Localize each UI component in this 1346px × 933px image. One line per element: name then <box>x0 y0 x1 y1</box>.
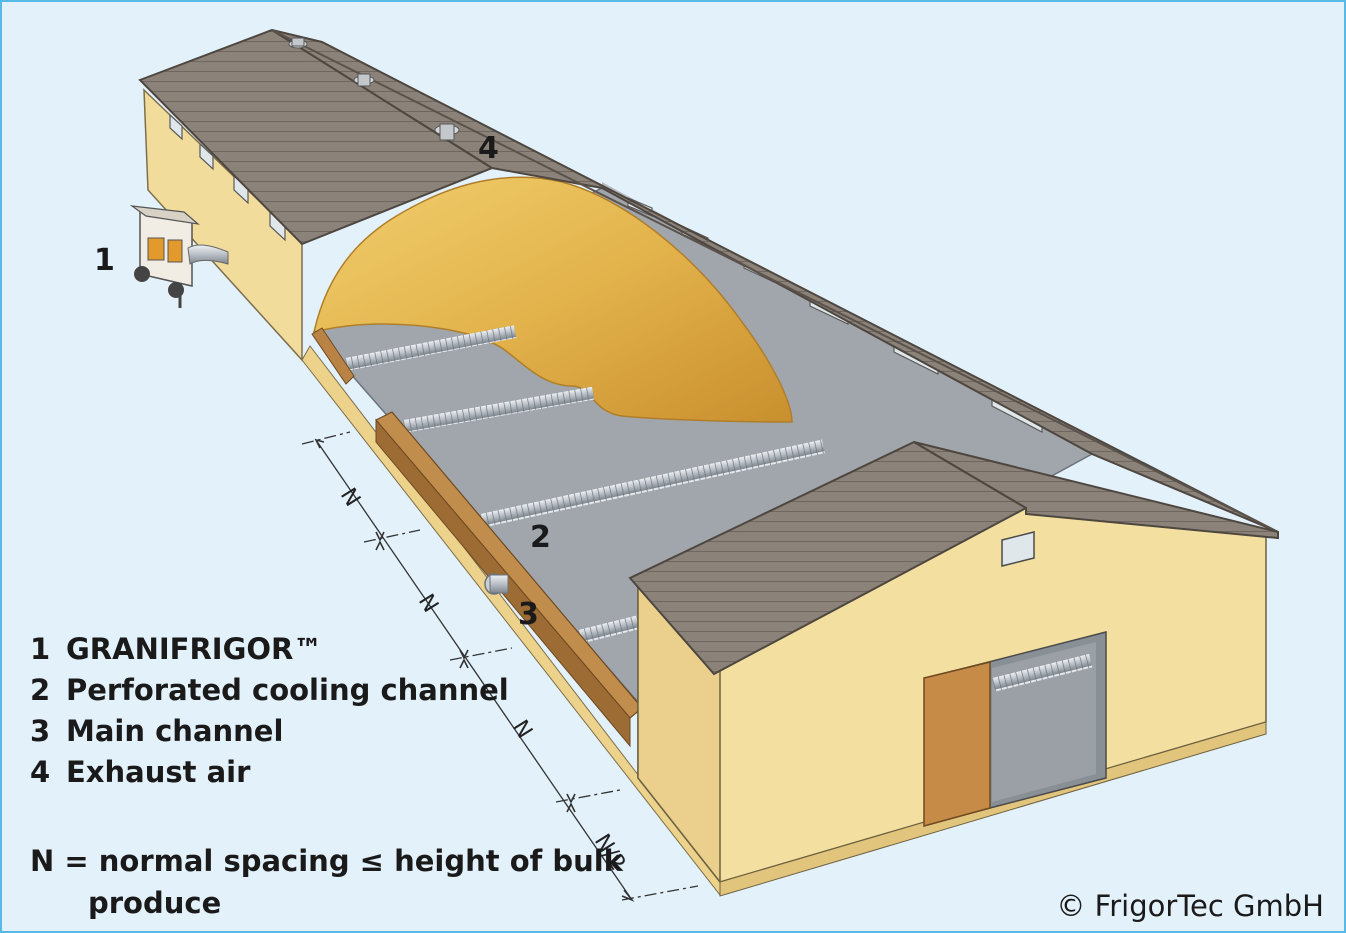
spacing-note-line-2: produce <box>88 886 222 920</box>
exhaust-vents <box>288 37 460 141</box>
front-roof-right <box>913 441 1279 540</box>
legend-label: Main channel <box>66 713 284 748</box>
legend-number: 2 <box>30 672 51 707</box>
legend: 1 GRANIFRIGOR™ 2 Perforated cooling chan… <box>30 628 509 792</box>
legend-label: Exhaust air <box>66 754 251 789</box>
legend-label: GRANIFRIGOR™ <box>66 631 323 666</box>
cooling-channels <box>345 325 825 644</box>
spacing-note: N = normal spacing ≤ height of bulk prod… <box>30 840 623 924</box>
dim-label-2: N <box>413 590 443 617</box>
callout-1: 1 <box>94 243 115 278</box>
copyright-notice: © FrigorTec GmbH <box>1056 889 1324 923</box>
legend-number: 3 <box>30 713 51 748</box>
dim-label-3: N <box>507 716 537 743</box>
legend-label: Perforated cooling channel <box>66 672 509 707</box>
legend-item: 4 Exhaust air <box>30 751 509 792</box>
callout-3: 3 <box>518 597 539 632</box>
spacing-dimension-line <box>301 431 699 902</box>
legend-number: 1 <box>30 631 51 666</box>
legend-item: 1 GRANIFRIGOR™ <box>30 628 509 669</box>
callout-2: 2 <box>530 520 551 555</box>
spacing-note-line-1: N = normal spacing ≤ height of bulk <box>30 844 623 878</box>
wooden-door <box>923 661 991 827</box>
granifrigor-unit <box>129 205 229 308</box>
gable-window <box>1001 531 1035 567</box>
legend-number: 4 <box>30 754 51 789</box>
legend-item: 3 Main channel <box>30 710 509 751</box>
legend-item: 2 Perforated cooling channel <box>30 669 509 710</box>
dim-label-1: N <box>335 484 365 511</box>
callout-4: 4 <box>478 131 499 166</box>
